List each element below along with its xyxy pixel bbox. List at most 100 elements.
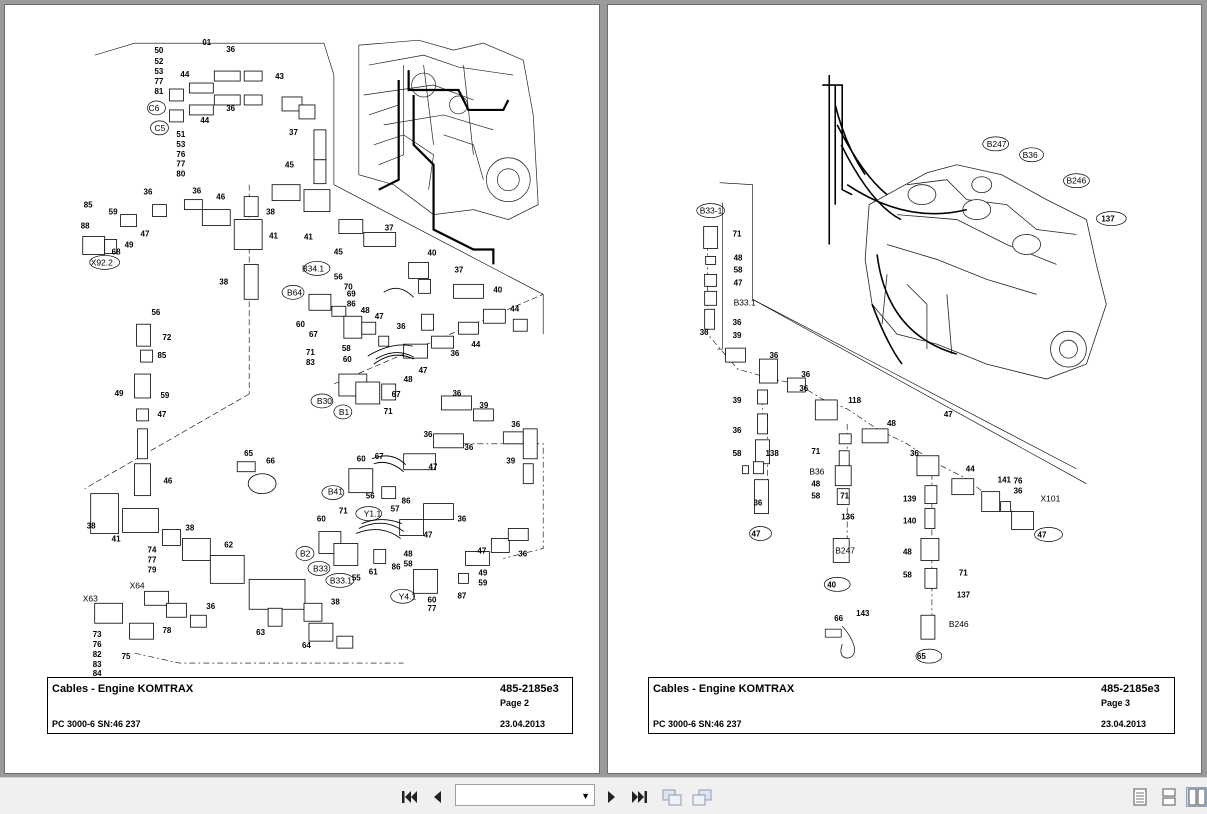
callout-label: 43 [275,72,284,81]
continuous-view-button[interactable] [1159,787,1179,807]
page-selector[interactable]: ▼ [455,784,595,806]
first-page-button[interactable] [398,787,420,807]
callout-label: 58 [733,449,742,458]
callout-label: 67 [309,330,318,339]
callout-label: 36 [799,384,808,393]
callout-label: 143 [856,609,870,618]
callout-label: 68 [112,247,121,256]
callout-label: 62 [224,540,233,549]
callout-label: B2 [300,548,311,558]
callout-label: 59 [160,391,169,400]
callout-label: 71 [840,492,849,501]
callout-label: 76 [176,150,185,159]
callout-label: 76 [93,640,102,649]
callout-label: 39 [733,331,742,340]
callout-label: 78 [162,626,171,635]
callout-label: 36 [769,351,778,360]
next-page-button[interactable] [603,787,621,807]
callout-label: 66 [266,457,275,466]
callout-label: 01 [202,38,211,47]
callout-label: C5 [154,123,165,133]
callout-label: 56 [366,492,375,501]
callout-label: 48 [903,547,912,556]
callout-label: 48 [404,549,413,558]
callout-label: 77 [176,160,185,169]
callout-label: 58 [404,559,413,568]
move-page-forward-button[interactable] [690,787,714,807]
facing-pages-view-button[interactable] [1186,787,1207,807]
document-number: 485-2185e3 [1101,683,1160,695]
page-number: Page 2 [500,698,530,708]
machine-model: PC 3000-6 SN:46 237 [52,719,141,729]
callout-label: 36 [226,45,235,54]
callout-label: 58 [734,265,743,274]
callout-label: 48 [734,253,743,262]
callout-label: 63 [256,628,265,637]
callout-label: 36 [457,515,466,524]
callout-label: 38 [185,524,194,533]
machine-model: PC 3000-6 SN:46 237 [653,719,742,729]
callout-label: 36 [452,389,461,398]
callout-label: 82 [93,650,102,659]
callout-label: C6 [149,103,160,113]
callout-label: 58 [811,492,820,501]
callout-label: 59 [478,578,487,587]
cable-components [703,226,1034,640]
callout-label: 36 [450,349,459,358]
drawing-date: 23.04.2013 [500,719,546,729]
move-page-back-button[interactable] [660,787,684,807]
callout-label: 47 [752,530,761,539]
callout-label: 36 [801,370,810,379]
callout-label: 65 [244,449,253,458]
callout-label: 36 [144,188,153,197]
previous-page-button[interactable] [428,787,446,807]
callout-label: 49 [478,568,487,577]
callout-label: 44 [966,465,975,474]
callout-label: 38 [266,208,275,217]
callout-label: 77 [148,555,157,564]
callout-label: 64 [302,641,311,650]
callout-label: 88 [81,222,90,231]
callout-label: 83 [93,660,102,669]
callout-label: 47 [419,366,428,375]
callout-label: 75 [122,652,131,661]
next-page-icon [608,791,615,803]
callout-label: 44 [471,340,480,349]
callout-label: 45 [285,161,294,170]
callout-label: 71 [384,407,393,416]
callout-label: 50 [154,46,163,55]
callout-label: 44 [180,70,189,79]
callout-label: 36 [518,549,527,558]
single-page-view-button[interactable] [1130,787,1150,807]
callout-label: 41 [304,233,313,242]
callout-label: B64 [287,287,302,297]
callout-label: 36 [511,420,520,429]
callout-label: X92.2 [91,257,113,267]
callout-label: 77 [154,77,163,86]
callout-label: 56 [152,308,161,317]
continuous-page-icon [1162,788,1176,806]
drawing-title: Cables - Engine KOMTRAX [52,683,194,695]
callout-label: 47 [477,546,486,555]
last-page-button[interactable] [628,787,652,807]
last-page-icon [632,791,647,803]
callout-label: 47 [734,278,743,287]
drawing-title: Cables - Engine KOMTRAX [653,683,795,695]
callout-label: 36 [424,430,433,439]
callout-label: 76 [1014,477,1023,486]
callout-label: 85 [157,351,166,360]
callout-label: 49 [115,389,124,398]
title-block: Cables - Engine KOMTRAX 485-2185e3 Page … [47,677,573,734]
callout-label: 53 [176,140,185,149]
callout-label: 60 [343,355,352,364]
callout-label: 45 [334,247,343,256]
callout-label: 67 [375,452,384,461]
callout-label: 58 [342,344,351,353]
callout-label: B33 [313,563,328,573]
callout-label: 86 [402,497,411,506]
callout-label: 48 [404,375,413,384]
previous-page-icon [434,791,441,803]
callout-label: 48 [887,419,896,428]
callout-label: 36 [910,449,919,458]
